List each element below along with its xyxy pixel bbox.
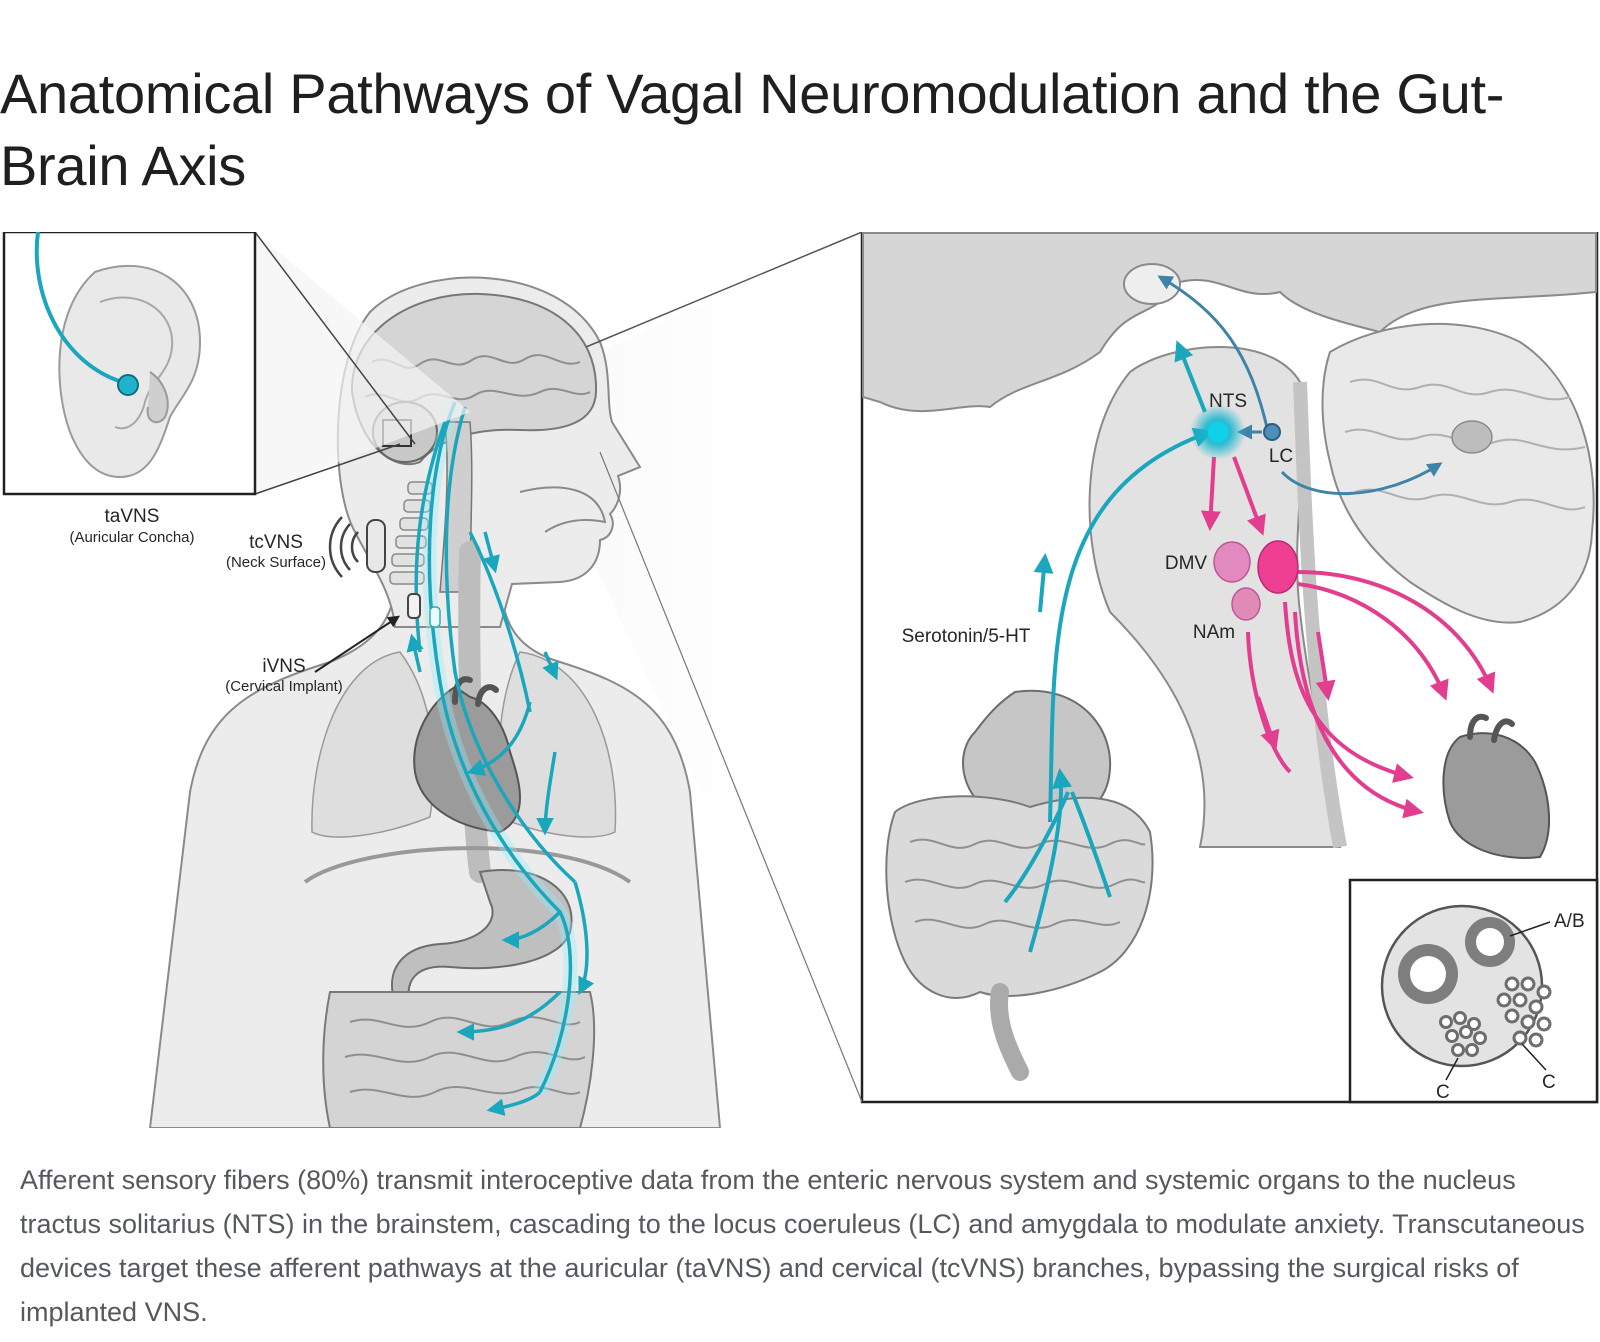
ivns-label: iVNS [262, 656, 305, 677]
nts-label: NTS [1209, 391, 1247, 412]
tavns-sublabel: (Auricular Concha) [69, 529, 194, 546]
ab-fiber-label: A/B [1554, 911, 1585, 932]
c-fiber-bundle-large [1496, 976, 1552, 1048]
efferent-nucleus [1257, 540, 1299, 594]
page-title: Anatomical Pathways of Vagal Neuromodula… [0, 62, 1505, 197]
stomach-left [391, 869, 573, 1003]
ivns-implant [407, 593, 421, 619]
c-fiber-label-2: C [1542, 1072, 1556, 1093]
body-illustration [148, 232, 860, 1128]
nam-nucleus [1231, 587, 1261, 621]
tavns-electrode [117, 374, 139, 396]
tcvns-signal-icon [328, 516, 359, 578]
serotonin-label: Serotonin/5-HT [902, 626, 1031, 647]
tavns-label: taVNS [105, 506, 160, 527]
ear-inset [2, 232, 470, 496]
dmv-label: DMV [1165, 553, 1208, 574]
tcvns-sublabel: (Neck Surface) [226, 554, 326, 571]
cerebellum [1321, 322, 1595, 624]
lc-nucleus [1263, 423, 1281, 441]
ivns-sublabel: (Cervical Implant) [225, 678, 343, 695]
dmv-nucleus [1213, 541, 1251, 583]
c-fiber-bundle-small [1439, 1011, 1487, 1057]
nam-label: NAm [1193, 622, 1235, 643]
tcvns-device [366, 519, 386, 573]
c-fiber-label-1: C [1436, 1082, 1450, 1103]
lc-label: LC [1269, 446, 1293, 467]
heart-right [1442, 732, 1550, 859]
tavns-lead [34, 232, 123, 384]
nerve-cross-section-inset: A/B C C [1348, 878, 1599, 1104]
figure-caption: Afferent sensory fibers (80%) transmit i… [20, 1165, 1585, 1327]
brainstem-panel: NTS LC DMV NAm Serotonin/5-HT [860, 232, 1599, 1104]
tcvns-label: tcVNS [249, 532, 303, 553]
diagram-figure: taVNS (Auricular Concha) tcVNS (Neck Sur… [0, 232, 1600, 1128]
